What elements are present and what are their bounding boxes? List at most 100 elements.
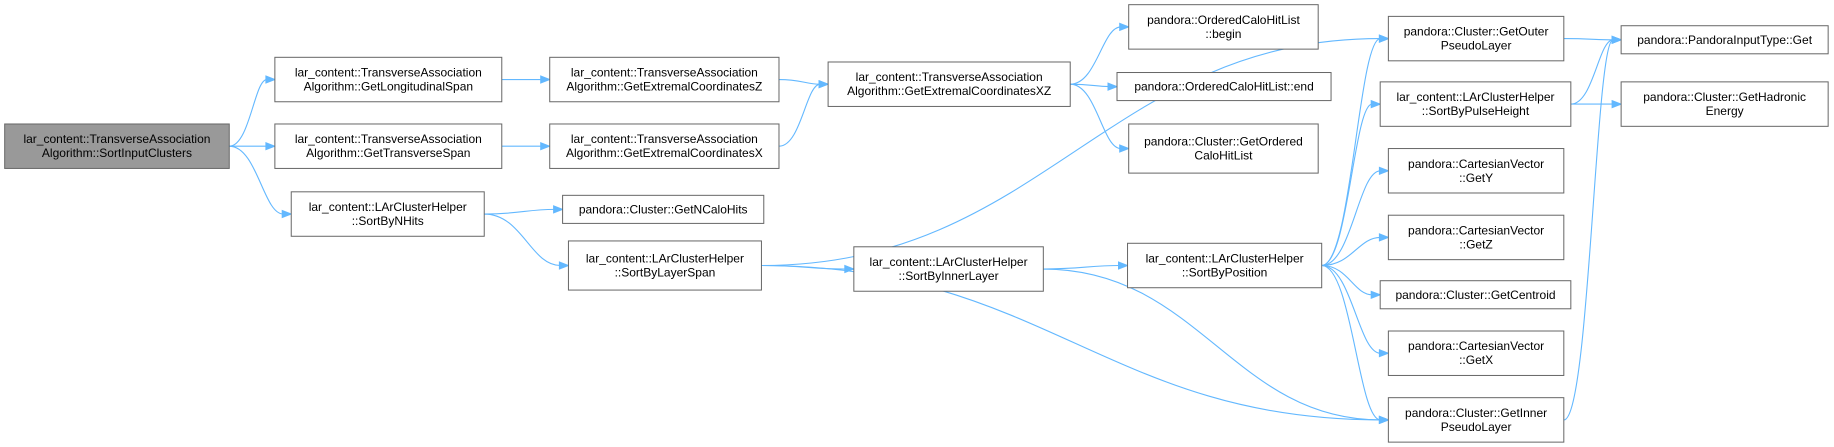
node-label-line: Algorithm::GetExtremalCoordinatesXZ <box>847 84 1051 98</box>
node-box <box>1387 397 1565 443</box>
edge-line <box>1070 83 1121 150</box>
edge-n2-n5 <box>501 141 552 151</box>
edge-arrowhead <box>265 141 277 151</box>
graph-node-n2[interactable]: lar_content::TransverseAssociationAlgori… <box>274 123 503 169</box>
graph-node-n5[interactable]: lar_content::TransverseAssociationAlgori… <box>549 123 780 169</box>
node-label-line: pandora::CartesianVector <box>1408 339 1544 353</box>
node-label-line: lar_content::LArClusterHelper <box>309 200 467 214</box>
edge-arrowhead <box>540 75 552 84</box>
graph-node-n16[interactable]: pandora::CartesianVector::GetY <box>1387 148 1565 194</box>
node-label-line: pandora::Cluster::GetHadronic <box>1643 90 1806 104</box>
graph-node-n8[interactable]: lar_content::TransverseAssociationAlgori… <box>827 61 1071 107</box>
edge-arrowhead <box>1378 348 1390 358</box>
node-label-line: Algorithm::GetLongitudinalSpan <box>304 80 473 94</box>
edge-n8-n12 <box>1070 83 1131 153</box>
edge-line <box>1321 103 1373 267</box>
edge-n13-n17 <box>1321 233 1390 267</box>
node-label-line: ::SortByLayerSpan <box>615 266 716 280</box>
edge-n20-n21 <box>1563 35 1623 421</box>
graph-node-n11[interactable]: pandora::OrderedCaloHitList::end <box>1116 72 1332 102</box>
edge-n13-n19 <box>1321 264 1390 358</box>
graph-node-n15[interactable]: lar_content::LArClusterHelper::SortByPul… <box>1379 81 1572 127</box>
edge-line <box>1321 264 1381 421</box>
edge-line <box>484 213 561 267</box>
edge-arrowhead <box>1107 82 1119 91</box>
edge-line <box>1321 170 1381 267</box>
graph-node-n21[interactable]: pandora::PandoraInputType::Get <box>1620 25 1829 55</box>
edge-n0-n2 <box>229 141 277 151</box>
node-box <box>1620 25 1829 55</box>
node-label-line: ::SortByPosition <box>1182 266 1267 280</box>
node-label-line: lar_content::TransverseAssociation <box>295 66 482 80</box>
graph-node-n4[interactable]: lar_content::TransverseAssociationAlgori… <box>549 56 780 103</box>
edge-n15-n22 <box>1570 99 1623 109</box>
edge-n8-n11 <box>1070 82 1119 91</box>
node-label-line: PseudoLayer <box>1441 420 1512 434</box>
graph-node-n19[interactable]: pandora::CartesianVector::GetX <box>1387 330 1565 376</box>
edge-line <box>778 78 821 85</box>
edge-n13-n14 <box>1321 34 1390 267</box>
edge-arrowhead <box>1370 99 1382 109</box>
graph-node-n6[interactable]: pandora::Cluster::GetNCaloHits <box>562 194 765 224</box>
node-label-line: ::GetZ <box>1459 237 1492 251</box>
node-label-line: lar_content::LArClusterHelper <box>1146 252 1304 266</box>
node-label-line: lar_content::TransverseAssociation <box>295 132 482 146</box>
node-label-line: Algorithm::GetExtremalCoordinatesX <box>566 146 763 160</box>
node-label-line: pandora::OrderedCaloHitList::end <box>1134 80 1313 94</box>
node-label-line: lar_content::LArClusterHelper <box>1396 90 1554 104</box>
node-box <box>1128 123 1319 174</box>
graph-node-n0[interactable]: lar_content::TransverseAssociationAlgori… <box>4 123 230 169</box>
node-label-line: ::GetX <box>1459 353 1493 367</box>
graph-node-n3[interactable]: lar_content::LArClusterHelper::SortByNHi… <box>290 191 485 237</box>
node-box <box>562 194 765 224</box>
edge-n0-n3 <box>229 145 293 219</box>
node-box <box>290 191 485 237</box>
node-box <box>1620 81 1829 127</box>
edge-arrowhead <box>1118 261 1129 270</box>
edge-arrowhead <box>1611 35 1623 45</box>
graph-node-n10[interactable]: pandora::OrderedCaloHitList::begin <box>1128 4 1319 50</box>
graph-node-n1[interactable]: lar_content::TransverseAssociationAlgori… <box>274 56 503 103</box>
node-box <box>1387 15 1565 62</box>
edge-line <box>484 208 555 215</box>
node-box <box>1387 214 1565 261</box>
edge-n1-n4 <box>501 75 552 84</box>
node-box <box>274 56 503 103</box>
graph-node-n17[interactable]: pandora::CartesianVector::GetZ <box>1387 214 1565 261</box>
graph-node-n18[interactable]: pandora::Cluster::GetCentroid <box>1379 280 1572 310</box>
edge-n13-n20 <box>1321 264 1390 425</box>
edge-line <box>229 78 268 147</box>
node-label-line: lar_content::LArClusterHelper <box>870 255 1028 269</box>
node-box <box>1387 148 1565 194</box>
edge-arrowhead <box>1370 290 1382 300</box>
node-box <box>274 123 503 169</box>
edge-arrowhead <box>1611 99 1623 109</box>
edge-n8-n10 <box>1070 22 1131 85</box>
edge-n3-n6 <box>484 205 564 215</box>
node-label-line: ::begin <box>1205 27 1241 41</box>
edge-line <box>1070 83 1110 88</box>
edge-arrowhead <box>1119 144 1131 153</box>
node-label-line: Algorithm::SortInputClusters <box>42 146 192 160</box>
graph-node-n9[interactable]: lar_content::LArClusterHelper::SortByInn… <box>853 246 1044 292</box>
edge-line <box>778 83 821 147</box>
node-label-line: lar_content::TransverseAssociation <box>571 132 758 146</box>
node-box <box>1387 330 1565 376</box>
edge-n13-n15 <box>1321 99 1382 267</box>
node-box <box>827 61 1071 107</box>
graph-node-n13[interactable]: lar_content::LArClusterHelper::SortByPos… <box>1127 242 1323 289</box>
node-label-line: CaloHitList <box>1194 149 1253 163</box>
edge-arrowhead <box>553 205 564 214</box>
edge-arrowhead <box>1378 233 1390 242</box>
node-label-line: lar_content::TransverseAssociation <box>856 70 1043 84</box>
node-box <box>1116 72 1332 102</box>
edge-n3-n7 <box>484 213 570 270</box>
graph-node-n7[interactable]: lar_content::LArClusterHelper::SortByLay… <box>567 240 762 291</box>
node-label-line: pandora::Cluster::GetNCaloHits <box>579 202 748 216</box>
node-box <box>1128 4 1319 50</box>
edge-arrowhead <box>1119 22 1131 32</box>
